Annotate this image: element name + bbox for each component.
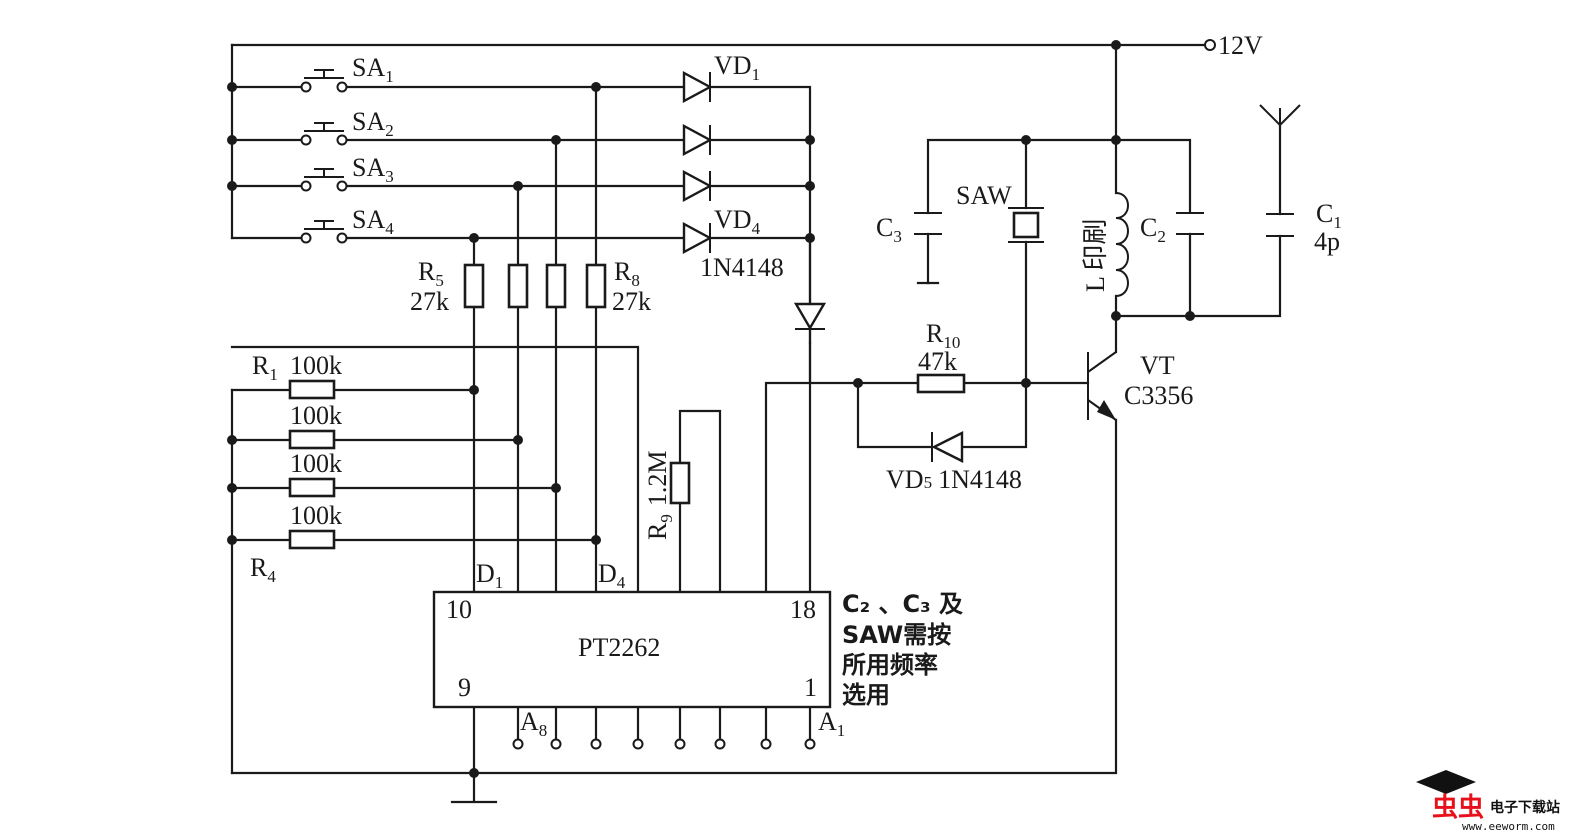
- watermark-text: 电子下载站: [1490, 799, 1560, 816]
- resistor-r8: [585, 263, 607, 309]
- r9-label-group: R91.2M: [643, 451, 676, 540]
- ic-name: PT2262: [578, 633, 660, 662]
- switch-sa4: [300, 220, 348, 244]
- ic-pt2262: [432, 590, 832, 709]
- r8-value: 27k: [612, 287, 651, 316]
- capacitor-c3: [914, 212, 942, 235]
- resistor-r6: [507, 263, 529, 309]
- switch-sa2: [300, 122, 348, 146]
- sa4-label: SA4: [352, 205, 394, 238]
- r4-value: 100k: [290, 501, 342, 530]
- vd4-label: VD4: [714, 205, 761, 238]
- ic-pin9: 9: [458, 673, 471, 702]
- supply-terminal: [1204, 39, 1216, 51]
- diodes: [682, 70, 964, 463]
- ic-a1-label: A1: [818, 707, 845, 740]
- inductor-label: L 印刷: [1081, 219, 1110, 292]
- transistor-name: VT: [1140, 351, 1175, 380]
- r5-value: 27k: [410, 287, 449, 316]
- r9-label: R91.2M: [643, 451, 676, 540]
- antenna-icon: [1259, 104, 1301, 126]
- r8-label: R8: [614, 257, 640, 290]
- resistor-r3: [288, 477, 336, 498]
- diode-part-label: 1N4148: [700, 253, 784, 282]
- resistors: [288, 263, 966, 550]
- r10-value: 47k: [918, 347, 957, 376]
- watermark: 虫虫 电子下载站 www.eeworm.com: [1416, 770, 1560, 833]
- sa2-label: SA2: [352, 107, 394, 140]
- vd1-label: VD1: [714, 51, 760, 84]
- c2-label: C2: [1140, 213, 1166, 246]
- diode-vd2: [682, 123, 713, 157]
- saw-label: SAW: [956, 181, 1012, 210]
- r2-value: 100k: [290, 401, 342, 430]
- pushbutton-switches: [300, 69, 348, 244]
- resistor-r10: [916, 373, 966, 394]
- address-pin-terminals: [512, 738, 816, 750]
- c1-value: 4p: [1314, 227, 1340, 256]
- resistor-r5: [463, 263, 485, 309]
- diode-vd3: [682, 169, 713, 203]
- junction-dots: [227, 40, 1195, 778]
- resistor-r4: [288, 529, 336, 550]
- r10-label: R10: [926, 319, 960, 352]
- ic-a8-label: A8: [520, 707, 547, 740]
- diode-vd1: [682, 70, 713, 104]
- capacitor-c1: [1266, 213, 1294, 237]
- diode-series: [793, 302, 827, 331]
- diode-vd5: [931, 431, 964, 463]
- graduation-cap-icon: [1416, 770, 1476, 794]
- ic-pin18: 18: [790, 595, 816, 624]
- sa1-label: SA1: [352, 53, 394, 86]
- frequency-note: C₂ 、C₃ 及 SAW需按 所用频率 选用: [842, 590, 963, 709]
- note-line-3: 所用频率: [842, 651, 938, 679]
- r3-value: 100k: [290, 449, 342, 478]
- note-line-1: C₂ 、C₃ 及: [842, 590, 963, 618]
- switch-sa1: [300, 69, 348, 93]
- c3-label: C3: [876, 213, 902, 246]
- note-line-4: 选用: [842, 681, 890, 709]
- switch-sa3: [300, 168, 348, 192]
- r4-label: R4: [250, 553, 276, 586]
- note-line-2: SAW需按: [842, 621, 951, 649]
- ic-pin1: 1: [804, 673, 817, 702]
- inductor-label-group: L 印刷: [1081, 219, 1110, 292]
- diode-vd4: [682, 221, 713, 255]
- inductor-l: [1115, 192, 1129, 297]
- resistor-r2: [288, 429, 336, 450]
- supply-label: 12V: [1218, 31, 1263, 60]
- saw-resonator: [1008, 207, 1044, 243]
- transistor-part: C3356: [1124, 381, 1193, 410]
- ic-pin10: 10: [446, 595, 472, 624]
- resistor-r1: [288, 379, 336, 400]
- ic-d1-label: D1: [476, 559, 503, 592]
- wiring: [230, 43, 1282, 804]
- ic-d4-label: D4: [598, 559, 626, 592]
- r1-value: 100k: [290, 351, 342, 380]
- resistor-r9: [669, 461, 691, 505]
- watermark-logo: 虫虫: [1432, 793, 1484, 823]
- resistor-r7: [545, 263, 567, 309]
- capacitor-c2: [1176, 212, 1204, 235]
- transistor-vt: [1087, 351, 1117, 421]
- watermark-url: www.eeworm.com: [1462, 820, 1555, 833]
- sa3-label: SA3: [352, 153, 394, 186]
- c1-label: C1: [1316, 199, 1342, 232]
- r5-label: R5: [418, 257, 444, 290]
- r1-label: R1: [252, 351, 278, 384]
